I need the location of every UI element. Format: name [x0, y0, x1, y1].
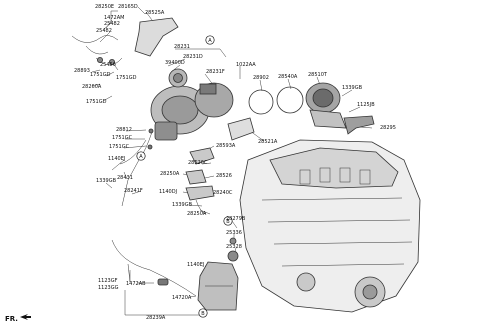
coolant-hose-branch	[127, 263, 131, 283]
support-bracket	[343, 115, 375, 135]
part-label: 28240C	[213, 190, 233, 196]
part-label: 28526C	[188, 160, 208, 166]
turbocharger	[150, 68, 234, 141]
part-label: 1339GB	[342, 85, 363, 91]
part-label: 28893	[74, 68, 90, 74]
part-label: 28250A	[187, 211, 207, 217]
part-label: 28521A	[258, 139, 278, 145]
coolant-hose	[111, 239, 197, 297]
parts	[71, 17, 421, 313]
view-callouts: A A B B	[136, 35, 233, 318]
part-label: 1140EJ	[108, 156, 125, 162]
part-label: 1125JB	[357, 102, 375, 108]
part-label: 14720A	[172, 295, 192, 301]
part-label: 28812	[116, 127, 132, 133]
part-label: 28250A	[160, 171, 180, 177]
engine-block	[239, 139, 421, 313]
part-label: 1472AM	[104, 15, 124, 21]
view-callout-label: B	[226, 219, 230, 225]
part-label: 1751GD	[116, 75, 137, 81]
part-label: 1022AA	[236, 62, 256, 68]
part-label: 1751GC	[109, 144, 130, 150]
gasket-ring	[276, 86, 304, 114]
part-label: 28231F	[206, 69, 225, 75]
part-label: 28295	[380, 125, 396, 131]
part-label: 1339GB	[96, 178, 117, 184]
part-label: 1123GG	[98, 285, 119, 291]
part-label: 28902	[253, 75, 269, 81]
view-callout-marker: B	[223, 216, 233, 226]
front-arrow-icon	[20, 314, 31, 320]
part-label: 28239A	[146, 315, 166, 321]
part-label: 28260A	[82, 84, 102, 90]
part-label: 28540A	[278, 74, 298, 80]
part-label: 1751GD	[86, 99, 107, 105]
part-label: 28525A	[145, 10, 165, 16]
view-callout-label: A	[139, 154, 143, 160]
view-callout-marker: A	[205, 35, 215, 45]
part-label: 28231	[174, 44, 190, 50]
lower-bracket-middle	[185, 169, 207, 185]
front-direction-label: FR.	[5, 315, 18, 323]
part-label: 28165D	[118, 4, 138, 10]
view-callout-marker: B	[198, 308, 208, 318]
oil-return-pipe	[195, 199, 207, 215]
front-direction-indicator: FR.	[5, 314, 31, 323]
part-label: 1751GD	[90, 72, 111, 78]
view-callout-label: A	[208, 38, 212, 44]
part-label: 1751GC	[112, 135, 133, 141]
part-label: 1140DJ	[159, 189, 177, 195]
catalytic-converter	[305, 82, 347, 129]
part-label: 28231D	[183, 54, 203, 60]
part-label: 25456	[100, 62, 116, 68]
heat-shield	[134, 17, 179, 57]
part-label: 25482	[96, 28, 112, 34]
part-label: 25336	[226, 230, 242, 236]
part-label: 39400D	[165, 60, 185, 66]
part-label: 28250E	[95, 4, 114, 10]
part-label: 1140EJ	[187, 262, 204, 268]
part-label: 28431	[117, 175, 133, 181]
part-label: 25482	[104, 21, 120, 27]
turbo-gasket	[227, 117, 255, 141]
part-label: 28241F	[124, 188, 143, 194]
part-labels: 28250E 28165D 1472AM 25482 28525A 25482 …	[74, 4, 396, 321]
part-label: 28593A	[216, 143, 236, 149]
lower-bracket-upper	[189, 147, 215, 165]
v-band-clamp	[248, 89, 274, 115]
part-label: 28510T	[308, 72, 328, 78]
view-callout-label: B	[201, 311, 205, 317]
view-callout-marker: A	[136, 151, 146, 161]
vacuum-hose-upper	[71, 35, 119, 43]
vacuum-hose-middle	[85, 45, 109, 55]
part-label: 1123GF	[98, 278, 118, 284]
coolant-reservoir	[197, 237, 239, 311]
part-label: 28526	[216, 173, 232, 179]
part-label: 25328	[226, 244, 242, 250]
part-label: 1472AB	[126, 281, 146, 287]
coolant-line	[119, 139, 147, 165]
part-label: 28279B	[226, 216, 246, 222]
part-label: 1339GB	[172, 202, 193, 208]
lower-bracket-lower	[185, 185, 215, 201]
